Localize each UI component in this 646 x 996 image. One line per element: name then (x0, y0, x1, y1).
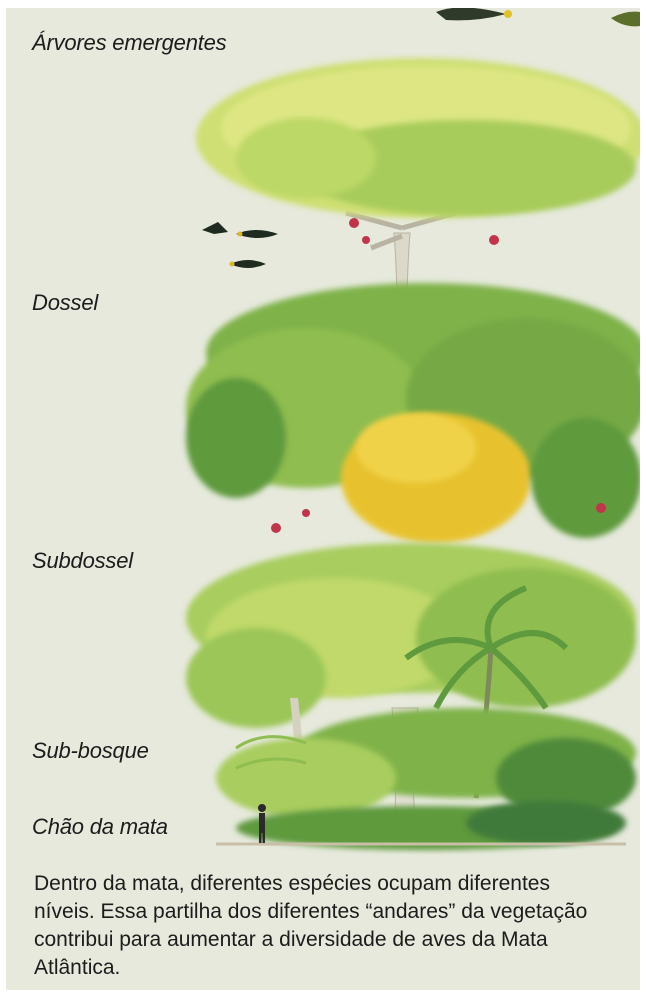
bird-icon-top-right (611, 12, 640, 27)
label-subcanopy: Subdossel (32, 548, 133, 574)
figure-caption: Dentro da mata, diferentes espécies ocup… (34, 870, 614, 982)
forest-layers-panel: Árvores emergentes Dossel Subdossel Sub-… (6, 8, 640, 990)
label-forest-floor: Chão da mata (32, 814, 168, 840)
label-canopy: Dossel (32, 290, 98, 316)
label-understory: Sub-bosque (32, 738, 149, 764)
flying-birds (202, 222, 278, 268)
bird-icon-top (436, 8, 512, 20)
forest-strata-illustration (6, 8, 640, 990)
label-emergent-trees: Árvores emergentes (32, 30, 227, 56)
canopy-foliage (186, 283, 640, 543)
